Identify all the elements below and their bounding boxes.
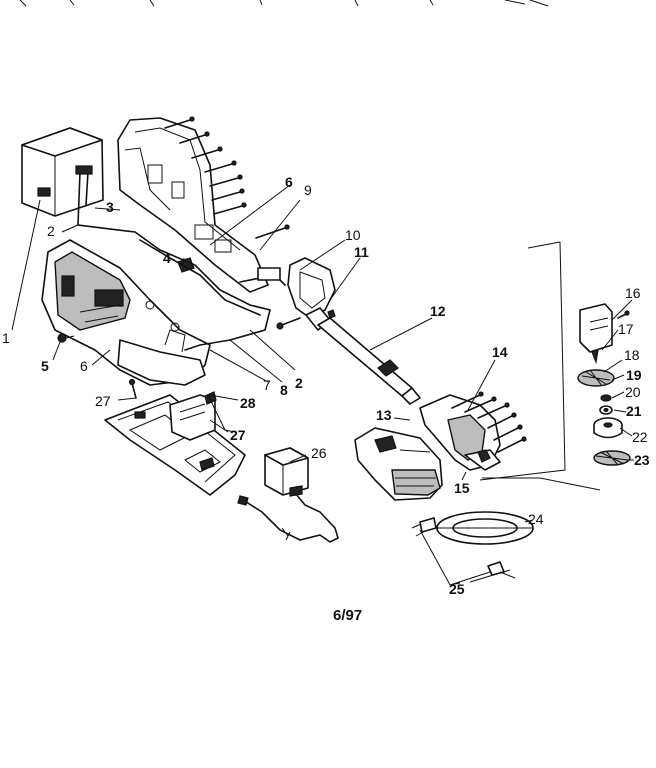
callout-14: 14 [492, 344, 508, 360]
callout-4: 4 [163, 250, 171, 266]
callout-19: 19 [626, 367, 642, 383]
rear-housing-half [117, 116, 290, 293]
callout-17: 17 [618, 321, 634, 337]
housing-screws [164, 116, 290, 239]
callout-16: 16 [625, 285, 641, 301]
guard-ring [436, 511, 534, 545]
screw-5 [57, 333, 75, 343]
motor [579, 303, 630, 365]
charger-bracket [169, 391, 217, 441]
motor-subassembly-bracket [479, 241, 601, 491]
callout-1: 1 [2, 330, 10, 346]
upper-handle [276, 257, 336, 331]
callout-8: 8 [280, 382, 288, 398]
leader-lines [11, 184, 634, 586]
charger-cord [237, 493, 339, 543]
callout-2-right: 2 [295, 375, 303, 391]
callout-2-left: 2 [47, 223, 55, 239]
callout-15: 15 [454, 480, 470, 496]
callout-9: 9 [304, 182, 312, 198]
callout-5: 5 [41, 358, 49, 374]
top-edge-marks [19, 0, 549, 7]
motor-housing [419, 391, 527, 471]
callout-11: 11 [354, 244, 369, 260]
charger-adapter [264, 447, 309, 497]
callout-numbers: 1 2 2 3 4 5 6 6 7 8 9 10 11 12 13 14 15 … [2, 174, 650, 597]
spool-hub [593, 417, 623, 439]
shaft-tube [317, 317, 421, 405]
callout-24: 24 [528, 511, 544, 527]
front-housing-half [41, 231, 271, 386]
cutter-blade [593, 450, 631, 466]
callout-21: 21 [626, 403, 642, 419]
callout-18: 18 [624, 347, 640, 363]
callout-20: 20 [625, 384, 641, 400]
callout-10: 10 [345, 227, 361, 243]
callout-23: 23 [634, 452, 650, 468]
callout-27-left: 27 [95, 393, 111, 409]
washer [600, 394, 612, 402]
callout-28: 28 [240, 395, 256, 411]
callout-3: 3 [106, 199, 114, 215]
callout-13: 13 [376, 407, 392, 423]
callout-6-lower: 6 [80, 358, 88, 374]
callout-27-right: 27 [230, 427, 246, 443]
date-code: 6/97 [333, 607, 362, 624]
motor-housing-screws [451, 391, 527, 453]
nut [599, 405, 613, 415]
fan [577, 369, 615, 387]
battery-pack [21, 127, 136, 233]
callout-12: 12 [430, 303, 446, 319]
callout-25: 25 [449, 581, 465, 597]
guard-housing [354, 427, 443, 501]
callout-22: 22 [632, 429, 648, 445]
callout-7: 7 [263, 377, 271, 393]
screw-27-left [128, 378, 137, 399]
callout-26: 26 [311, 445, 327, 461]
callout-6-upper: 6 [285, 174, 293, 190]
